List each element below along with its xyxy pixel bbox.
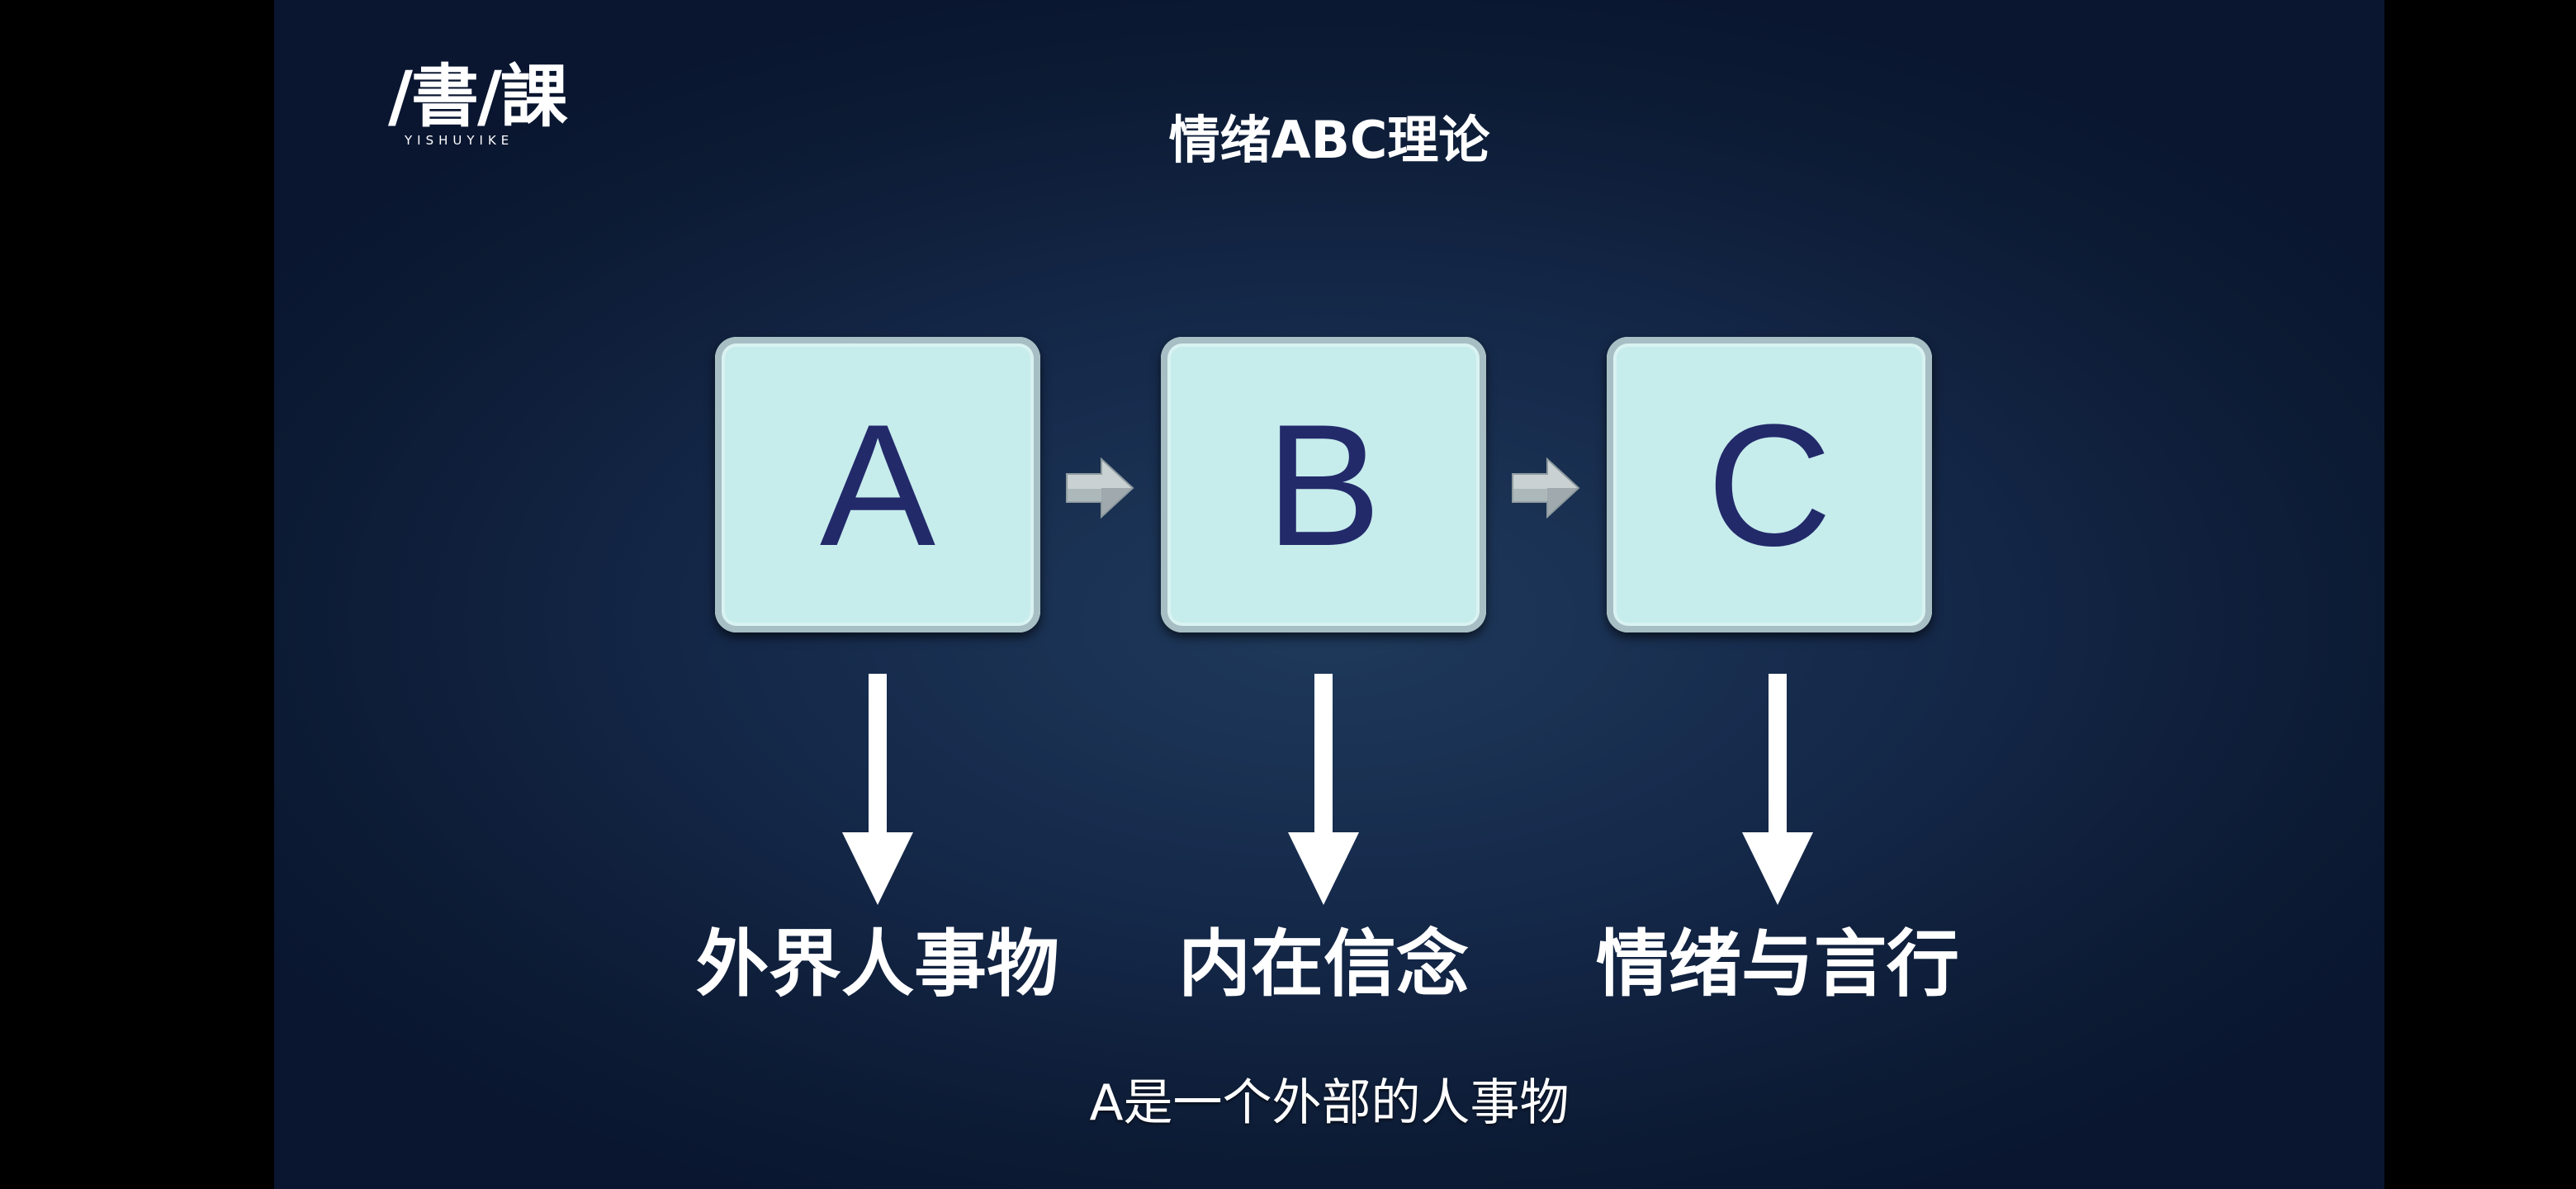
- video-subtitle: A是一个外部的人事物: [1089, 1074, 1570, 1132]
- label-a: 外界人事物: [695, 921, 1059, 1007]
- down-arrow-icon: [842, 674, 913, 905]
- channel-logo: /書/課 YISHUYIKE: [388, 59, 603, 159]
- box-b: B: [1161, 337, 1486, 632]
- box-c: C: [1607, 337, 1932, 632]
- label-c: 情绪与言行: [1595, 921, 1959, 1007]
- box-b-letter: B: [1265, 388, 1382, 582]
- video-frame: /書/課 YISHUYIKE 情绪ABC理论 A B C 外界人事物 内在信念: [274, 0, 2384, 1189]
- label-b: 内在信念: [1177, 921, 1469, 1007]
- logo-mark: /書/課: [388, 57, 568, 136]
- box-a: A: [715, 337, 1040, 632]
- down-arrow-icon: [1288, 674, 1359, 905]
- box-a-letter: A: [819, 388, 936, 582]
- right-arrow-icon: [1066, 457, 1134, 519]
- slide-title: 情绪ABC理论: [1168, 110, 1490, 170]
- box-c-letter: C: [1707, 388, 1832, 582]
- right-arrow-icon: [1512, 457, 1580, 519]
- logo-subtext: YISHUYIKE: [405, 133, 514, 148]
- down-arrow-icon: [1742, 674, 1813, 905]
